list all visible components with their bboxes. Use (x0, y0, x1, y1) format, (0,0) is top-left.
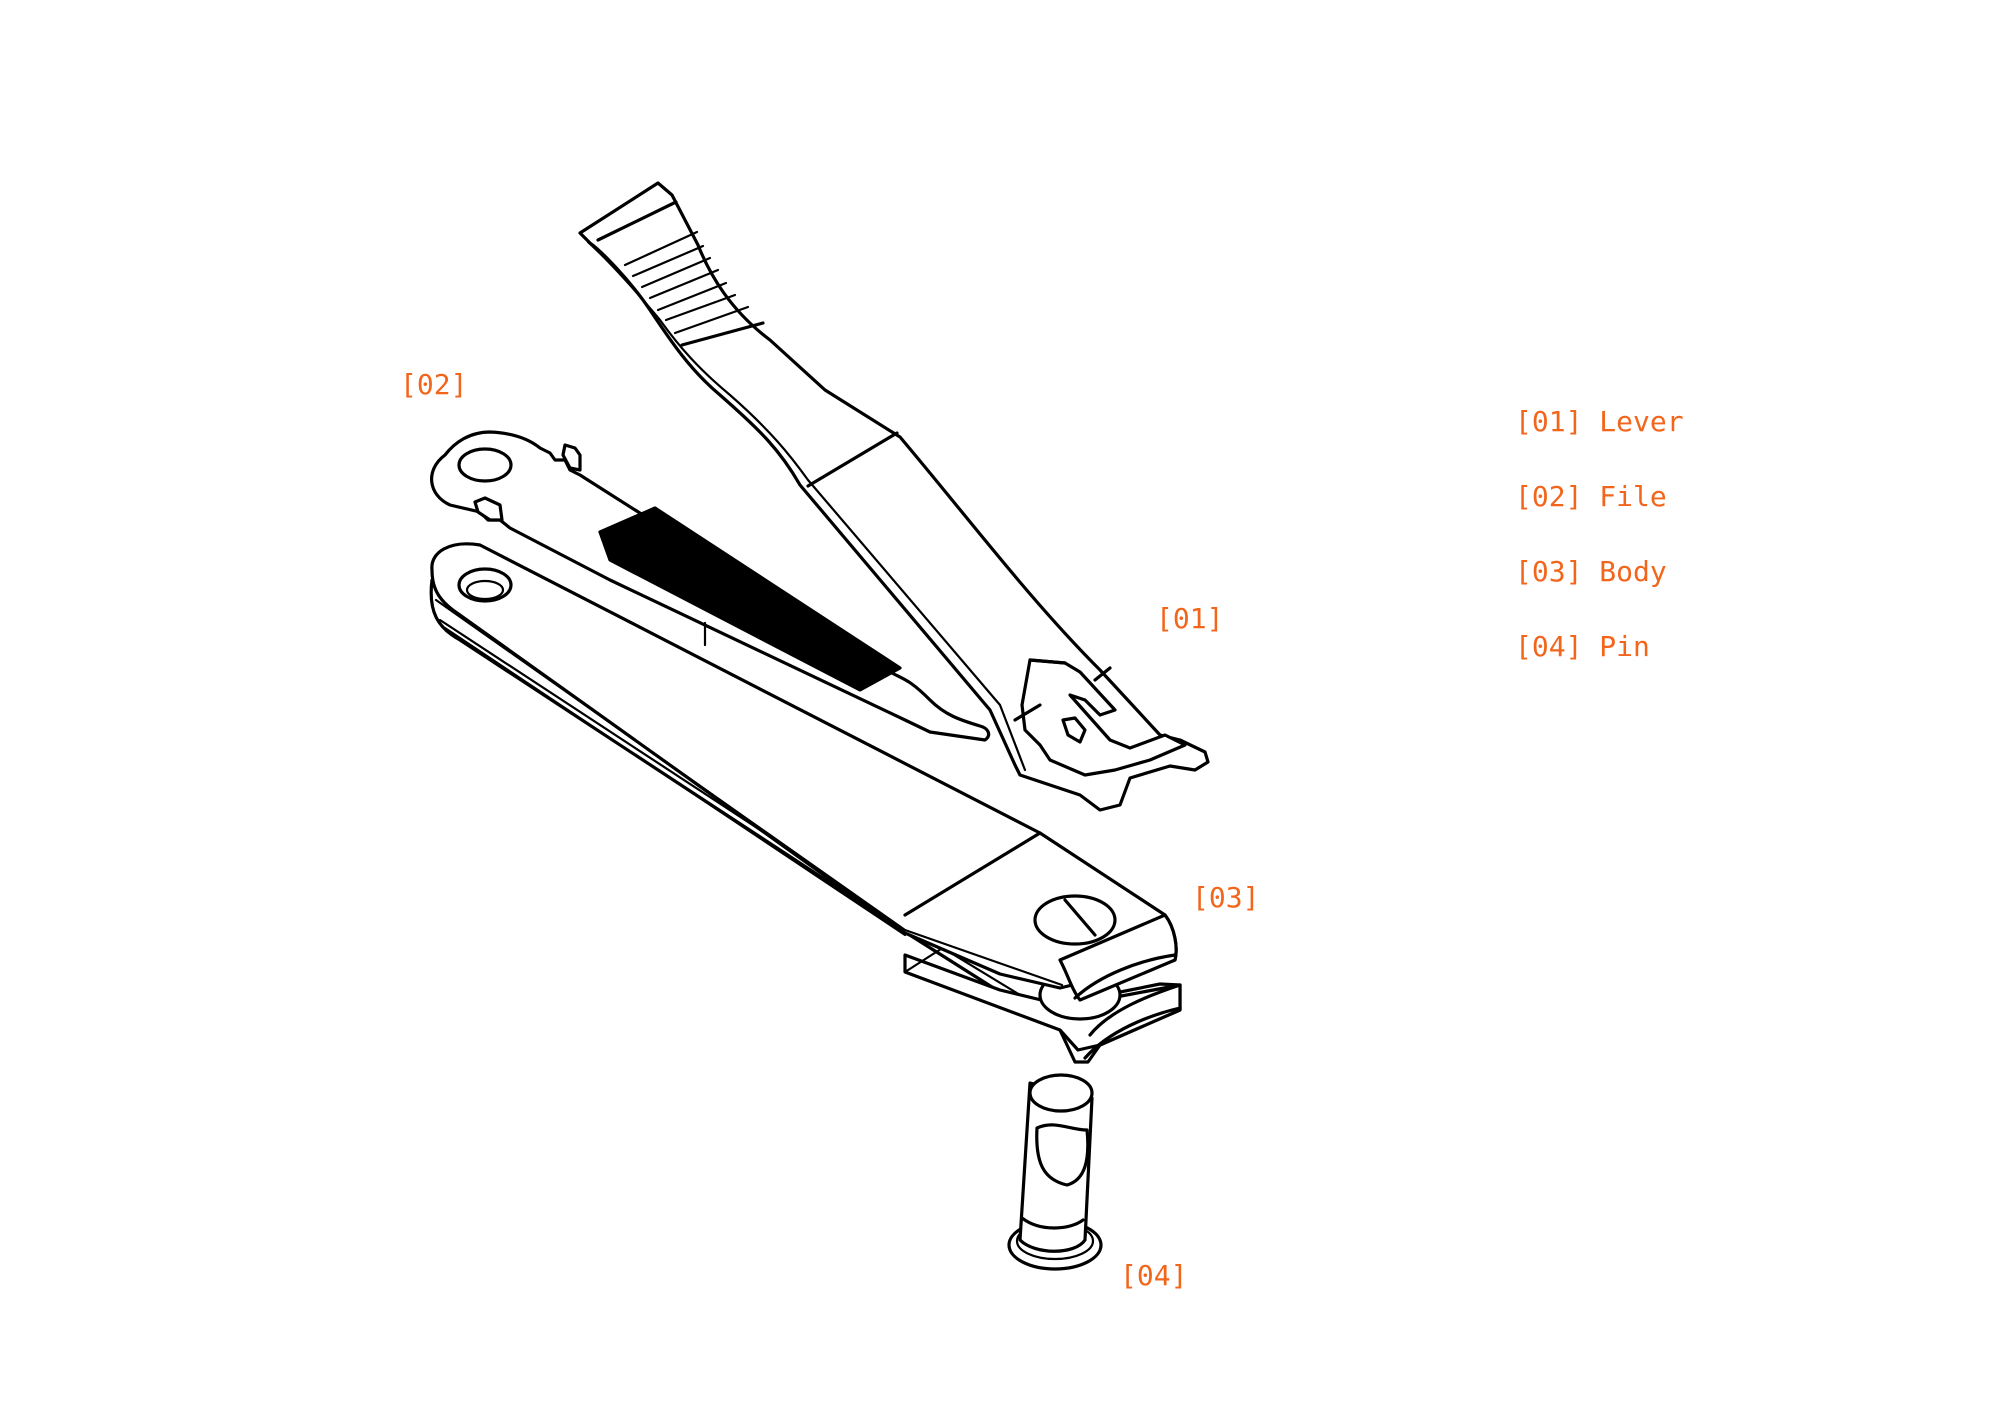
legend-item-body: [03] Body (1515, 555, 1667, 588)
callout-label-03: [03] (1192, 881, 1260, 914)
callout-label-02: [02] (400, 368, 468, 401)
part-file-drawing (430, 430, 991, 742)
legend-item-lever: [01] Lever (1515, 405, 1684, 438)
part-pin-drawing (1007, 1073, 1103, 1271)
legend-item-pin: [04] Pin (1515, 630, 1650, 663)
parts-legend: [01] Lever [02] File [03] Body [04] Pin (1515, 408, 1684, 708)
part-lever-drawing (578, 181, 1210, 812)
part-body-drawing (429, 542, 1182, 1064)
callout-label-01: [01] (1156, 602, 1224, 635)
legend-item-file: [02] File (1515, 480, 1667, 513)
callout-label-04: [04] (1120, 1259, 1188, 1292)
